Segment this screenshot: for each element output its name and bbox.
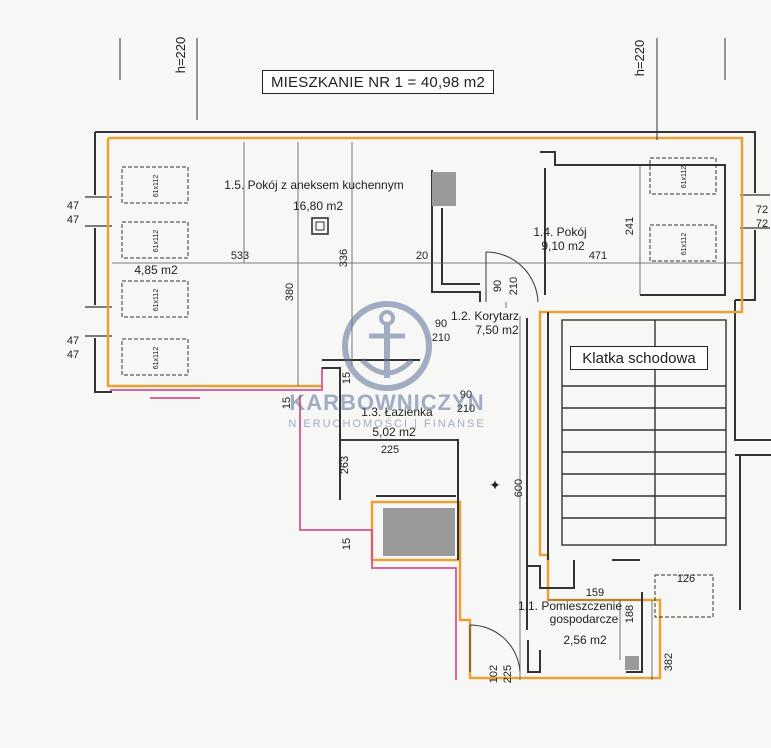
apartment-outline-orange-left: [106, 138, 322, 388]
dim-label: 188: [624, 605, 636, 623]
dim-label: 336: [338, 249, 350, 267]
door-swings: [469, 251, 539, 673]
dim-label: 47: [67, 214, 79, 226]
dim-label: 72: [756, 218, 768, 230]
room-name-room: 1.4. Pokój: [533, 225, 586, 239]
room-name-living-kitchen: 1.5. Pokój z aneksem kuchennym: [224, 178, 403, 192]
window-label: 61x112: [153, 230, 160, 253]
window-label: 61x112: [681, 233, 688, 256]
room-labels: 1.5. Pokój z aneksem kuchennym 16,80 m2 …: [134, 178, 622, 647]
apartment-title: MIESZKANIE NR 1 = 40,98 m2: [262, 70, 494, 94]
room-name-corridor: 1.2. Korytarz: [451, 309, 519, 323]
dim-label: 90: [460, 389, 472, 401]
apartment-title-text: MIESZKANIE NR 1 = 40,98 m2: [270, 73, 486, 91]
ceiling-height-left: h=220: [173, 37, 188, 74]
dim-label: 471: [589, 250, 607, 262]
dim-label: 15: [281, 397, 293, 409]
window-label: 61x112: [153, 289, 160, 312]
wall-fills: [383, 172, 639, 670]
window-labels: 61x112 61x112 61x112 61x112 61x112 61x11…: [153, 166, 688, 370]
room-name-utility: 1.1. Pomieszczenie: [518, 599, 622, 613]
dim-label: 159: [586, 587, 604, 599]
window-label: 61x112: [153, 175, 160, 198]
dim-label: 90: [492, 280, 504, 292]
room-name-utility-2: gospodarcze: [550, 612, 619, 626]
dim-label: 600: [513, 479, 525, 497]
dim-label: 210: [457, 403, 475, 415]
dim-label: 15: [341, 538, 353, 550]
dim-label: 47: [67, 335, 79, 347]
stairwell-label-text: Klatka schodowa: [582, 349, 696, 367]
room-area-living-kitchen: 16,80 m2: [293, 199, 343, 213]
column-marker-inner: [315, 221, 325, 231]
dimension-labels: 533 336 380 20 471 241 90 210 90 210 90 …: [67, 200, 768, 683]
dim-label: 263: [339, 456, 351, 474]
room-area-room: 9,10 m2: [541, 239, 585, 253]
dim-label: 72: [756, 204, 768, 216]
dim-label: 241: [624, 217, 636, 235]
sparkle-icon: ✦: [489, 477, 501, 493]
room-area-corridor: 7,50 m2: [475, 323, 519, 337]
ceiling-height-markers: [119, 38, 726, 140]
dim-label: 210: [508, 277, 520, 295]
boundary-outline-pink-lower: [299, 395, 457, 680]
outer-walls: [93, 131, 771, 610]
dim-label: 380: [284, 283, 296, 301]
column-marker: [311, 217, 329, 235]
window-label: 61x112: [153, 347, 160, 370]
ceiling-height-right: h=220: [632, 40, 647, 77]
dim-label: 20: [416, 250, 428, 262]
room-area-utility: 2,56 m2: [563, 633, 607, 647]
room-area-bathroom: 5,02 m2: [372, 425, 416, 439]
dim-label: 210: [432, 332, 450, 344]
dim-label: 15: [341, 372, 353, 384]
dim-label: 102: [488, 665, 500, 683]
dim-label: 90: [435, 318, 447, 330]
apartment-outline-orange: [108, 136, 744, 680]
window-label: 61x112: [681, 166, 688, 189]
dim-label: 47: [67, 349, 79, 361]
dim-label: 533: [231, 250, 249, 262]
dim-label: 126: [677, 573, 695, 585]
stairwell-label: Klatka schodowa: [570, 346, 708, 370]
dim-label: 225: [381, 444, 399, 456]
dim-label: 225: [502, 665, 514, 683]
room-area-loggia: 4,85 m2: [134, 263, 178, 277]
room-name-bathroom: 1.3. Łazienka: [361, 405, 433, 419]
dim-label: 382: [663, 653, 675, 671]
windows: [121, 157, 717, 618]
dim-label: 47: [67, 200, 79, 212]
